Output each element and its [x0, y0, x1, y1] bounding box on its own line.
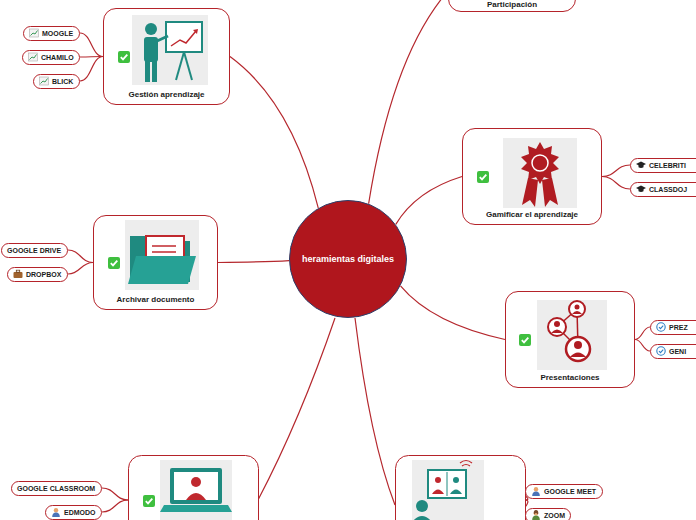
connector	[602, 165, 630, 177]
leaf-label: CELEBRITI	[649, 162, 686, 169]
leaf-icon	[656, 322, 666, 332]
leaf-label: DROPBOX	[26, 271, 61, 278]
leaf-icon	[636, 184, 646, 194]
leaf-label: CHAMILO	[41, 54, 74, 61]
connector	[68, 263, 93, 275]
branch-box: Archivar documento	[93, 215, 218, 310]
leaf-label: ZOOM	[544, 512, 565, 519]
branch-label: Archivar documento	[117, 295, 195, 304]
connector	[80, 57, 103, 82]
leaf-icon	[51, 507, 61, 517]
leaf-label: BLICK	[52, 78, 73, 85]
leaf-label: EDMODO	[64, 509, 96, 516]
leaf-icon	[39, 76, 49, 86]
branch-box: Gestión aprendizaje	[103, 8, 230, 105]
connector	[401, 286, 505, 340]
branch-box: Participación	[448, 0, 576, 12]
connector	[218, 261, 289, 263]
leaf-pill: ZOOM	[525, 508, 571, 520]
branch-label: Gamificar el aprendizaje	[486, 210, 578, 219]
leaf-label: CLASSDOJ	[649, 186, 687, 193]
leaf-pill: CHAMILO	[22, 50, 80, 65]
central-title: heramientas digitales	[302, 254, 394, 264]
leaf-pill: GOOGLE DRIVE	[1, 243, 68, 258]
leaf-pill: BLICK	[33, 74, 80, 89]
leaf-pill: PREZ	[650, 320, 696, 335]
connector	[635, 327, 650, 340]
branch-box: Presentaciones	[505, 291, 635, 388]
leaf-pill: GENI	[650, 344, 696, 359]
connector	[602, 177, 630, 190]
leaf-icon	[531, 510, 541, 520]
leaf-pill: CELEBRITI	[630, 158, 696, 173]
branch-label: Participación	[487, 0, 537, 9]
leaf-icon	[13, 269, 23, 279]
leaf-label: GOOGLE MEET	[544, 488, 596, 495]
leaf-pill: GOOGLE CLASSROOM	[11, 481, 102, 496]
branch-box: Gamificar el aprendizaje	[462, 128, 602, 225]
leaf-pill: CLASSDOJ	[630, 182, 696, 197]
connector	[230, 57, 318, 209]
leaf-pill: GOOGLE MEET	[525, 484, 603, 499]
leaf-pill: MOOGLE	[23, 26, 80, 41]
leaf-label: GENI	[669, 348, 686, 355]
central-circle: heramientas digitales	[289, 200, 407, 318]
connector	[396, 177, 462, 225]
leaf-label: GOOGLE DRIVE	[7, 247, 61, 254]
leaf-pill: DROPBOX	[7, 267, 68, 282]
branch-label: Presentaciones	[540, 373, 599, 382]
leaf-label: MOOGLE	[42, 30, 73, 37]
connector	[369, 0, 448, 204]
leaf-icon	[531, 486, 541, 496]
leaf-label: PREZ	[669, 324, 688, 331]
leaf-pill: EDMODO	[45, 505, 102, 520]
connector	[635, 340, 650, 352]
leaf-label: GOOGLE CLASSROOM	[17, 485, 95, 492]
leaf-icon	[28, 52, 38, 62]
branch-label: Gestión aprendizaje	[128, 90, 204, 99]
connector	[80, 33, 103, 57]
leaf-icon	[636, 160, 646, 170]
connector	[68, 250, 93, 263]
leaf-icon	[656, 346, 666, 356]
leaf-icon	[29, 28, 39, 38]
